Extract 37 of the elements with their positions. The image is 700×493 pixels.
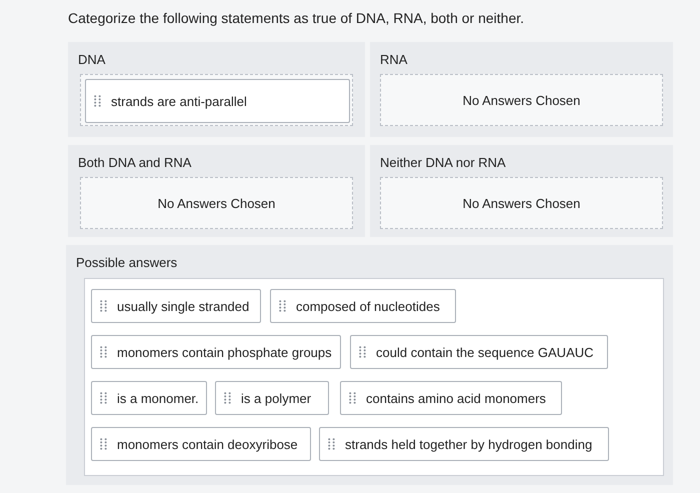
- answer-text: is a polymer: [241, 390, 312, 406]
- category-panel: [370, 42, 673, 137]
- category-panel: [68, 42, 365, 137]
- placeholder-text: No Answers Chosen: [462, 196, 580, 210]
- question-text: Categorize the following statements as true of DNA, RNA, both or neither.: [68, 10, 524, 26]
- category-panel: [370, 145, 673, 237]
- answer-text: monomers contain phosphate groups: [117, 344, 332, 360]
- answer-bank-area: [84, 278, 664, 476]
- answer-card: [91, 427, 311, 461]
- category-heading: Neither DNA nor RNA: [380, 155, 506, 170]
- category-heading: Possible answers: [76, 255, 178, 270]
- answer-text: usually single stranded: [117, 298, 250, 314]
- placeholder-text: No Answers Chosen: [158, 196, 276, 210]
- drop-zone: [380, 74, 663, 126]
- answer-card: [215, 381, 329, 415]
- answer-card: [340, 381, 562, 415]
- answer-card: [91, 381, 207, 415]
- drop-zone: [80, 177, 353, 229]
- answer-text: composed of nucleotides: [296, 298, 440, 314]
- category-heading: RNA: [380, 52, 408, 67]
- answer-text: strands held together by hydrogen bonding: [345, 436, 592, 452]
- answer-text: could contain the sequence GAUAUC: [376, 344, 594, 360]
- category-heading: Both DNA and RNA: [78, 155, 192, 170]
- category-panel: [68, 145, 365, 237]
- answer-text: is a monomer.: [117, 390, 199, 406]
- answer-card: [91, 335, 341, 369]
- answer-card: [91, 289, 261, 323]
- answer-text: contains amino acid monomers: [366, 390, 546, 406]
- answer-text: monomers contain deoxyribose: [117, 436, 298, 452]
- category-panel: [66, 245, 673, 485]
- answer-card: [350, 335, 608, 369]
- answer-card: [270, 289, 456, 323]
- drop-zone: [380, 177, 663, 229]
- placeholder-text: No Answers Chosen: [462, 92, 580, 108]
- answer-text: strands are anti-parallel: [111, 94, 247, 108]
- answer-card: [319, 427, 609, 461]
- category-heading: DNA: [78, 52, 106, 67]
